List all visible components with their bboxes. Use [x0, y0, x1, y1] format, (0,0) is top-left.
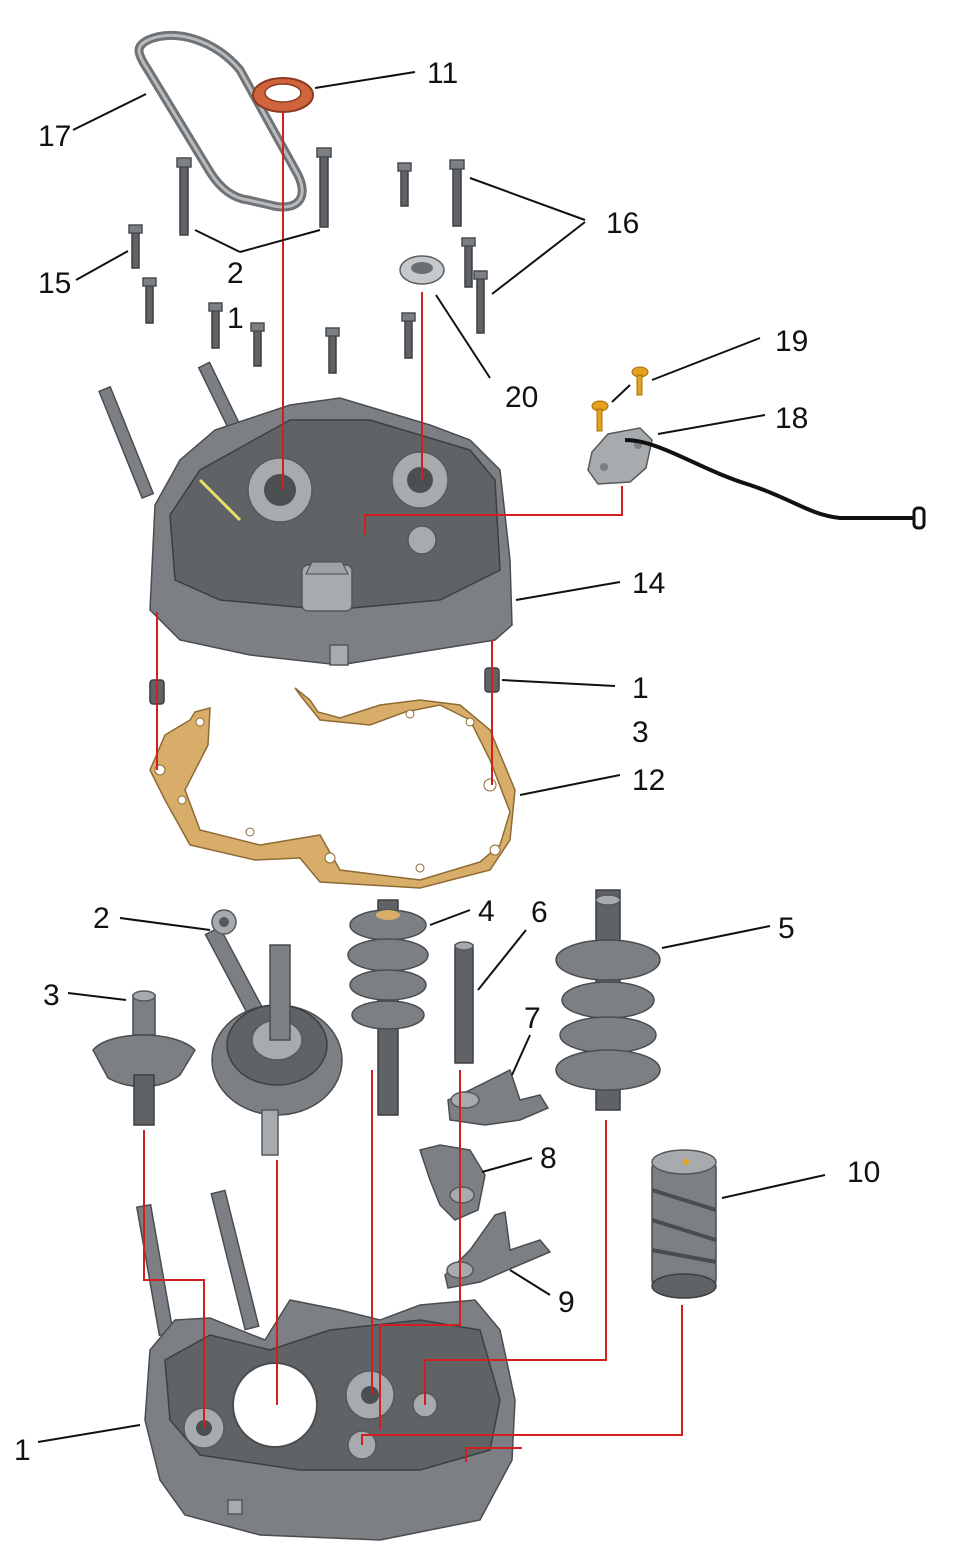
callout-14: 14: [632, 567, 665, 600]
callout-17: 17: [38, 120, 71, 153]
callout-15: 15: [38, 267, 71, 300]
mounting-screws: [591, 366, 649, 432]
balancer-shaft: [92, 990, 196, 1126]
bolt: [142, 277, 157, 324]
assembly-guide-lines: [143, 112, 683, 1462]
shift-fork-7: [447, 1068, 550, 1126]
callout-7: 7: [524, 1002, 541, 1035]
bolt: [401, 312, 416, 359]
dowel-pins: [149, 667, 500, 705]
fork-shaft: [454, 941, 474, 1064]
callout-11: 11: [427, 57, 458, 90]
screw: [631, 366, 649, 396]
bolt: [473, 270, 488, 334]
callout-9: 9: [558, 1286, 575, 1319]
callout-19: 19: [775, 325, 808, 358]
countershaft: [555, 889, 661, 1111]
bearing-washer: [399, 255, 445, 285]
callout-3-balancer: 3: [43, 979, 60, 1012]
upper-crankcase: [98, 361, 513, 666]
timing-chain: [134, 30, 307, 212]
callout-20: 20: [505, 381, 538, 414]
callout-1-dowel: 1: [632, 672, 649, 705]
main-shaft: [347, 899, 429, 1116]
leader-lines: [37, 71, 826, 1443]
callout-1-bottom: 1: [14, 1434, 31, 1467]
callout-1-top: 1: [227, 302, 244, 335]
callout-2-rod: 2: [93, 902, 110, 935]
callout-6: 6: [531, 896, 548, 929]
bolt: [449, 159, 465, 227]
callout-4: 4: [478, 895, 495, 928]
bolt: [128, 224, 143, 269]
sensor-wire: [624, 438, 915, 520]
bolt: [325, 327, 340, 374]
callout-12: 12: [632, 764, 665, 797]
callout-10: 10: [847, 1156, 880, 1189]
shift-fork-8: [419, 1144, 486, 1221]
bolt: [208, 302, 223, 349]
shift-drum: [651, 1149, 717, 1299]
bolt: [397, 162, 412, 207]
sensor-assembly: [587, 427, 926, 530]
callout-5: 5: [778, 912, 795, 945]
callout-8: 8: [540, 1142, 557, 1175]
oil-seal: [252, 77, 314, 113]
screw: [591, 400, 609, 432]
lower-crankcase: [135, 1189, 516, 1541]
crankshaft-assembly: [204, 909, 343, 1156]
callout-18: 18: [775, 402, 808, 435]
callout-3-mid: 3: [632, 716, 649, 749]
callout-labels: 17 11 16 15 2 1 20 19 18 14 1 3 12 2 4 6…: [14, 57, 880, 1467]
bolt: [176, 157, 192, 236]
bolt: [250, 322, 265, 367]
callout-16: 16: [606, 207, 639, 240]
bolt: [316, 147, 332, 228]
bolt-set: [128, 147, 488, 374]
callout-2-top: 2: [227, 257, 244, 290]
crankcase-gasket: [149, 687, 516, 889]
bolt: [461, 237, 476, 288]
